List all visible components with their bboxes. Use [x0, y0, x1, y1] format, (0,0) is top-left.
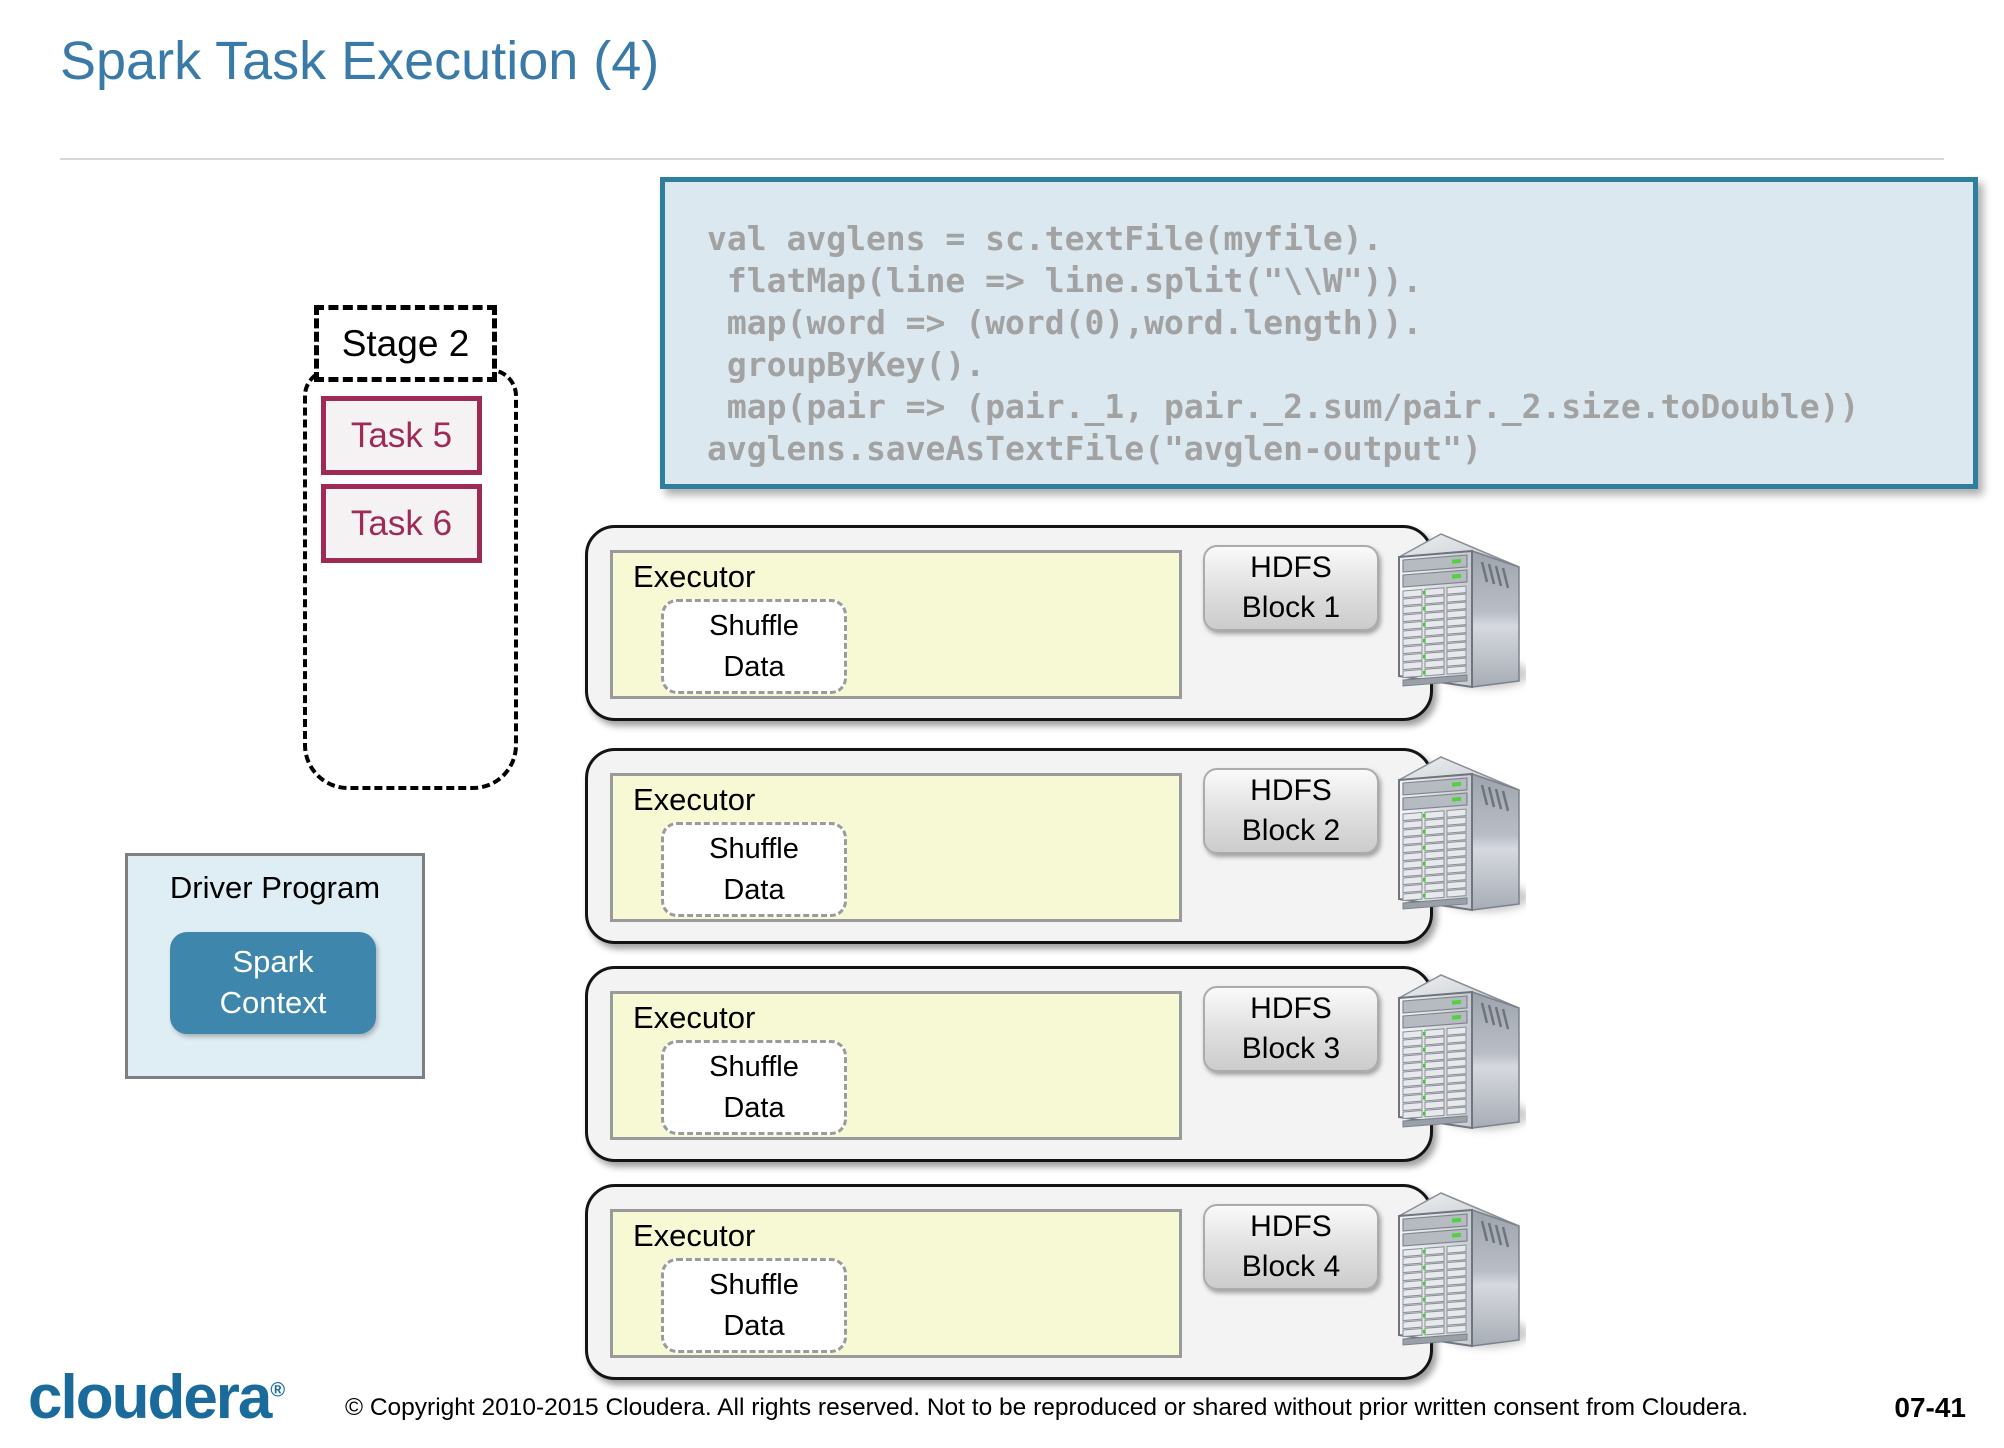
spark-context-line: Context	[220, 983, 327, 1024]
spark-context-box: Spark Context	[170, 932, 376, 1034]
shuffle-data-label: Shuffle	[709, 829, 799, 870]
shuffle-data-label: Data	[723, 870, 784, 911]
code-line: flatMap(line => line.split("\\W")).	[707, 260, 1973, 302]
hdfs-block-label: HDFS	[1250, 771, 1332, 812]
hdfs-block-label: Block 3	[1242, 1029, 1340, 1070]
code-line: map(word => (word(0),word.length)).	[707, 302, 1973, 344]
server-tower-icon	[1386, 965, 1526, 1147]
spark-context-line: Spark	[233, 942, 314, 983]
executor-label: Executor	[633, 1000, 755, 1036]
hdfs-block-box: HDFS Block 1	[1203, 545, 1379, 631]
code-line: groupByKey().	[707, 344, 1973, 386]
code-line: avglens.saveAsTextFile("avglen-output")	[707, 428, 1973, 470]
shuffle-data-label: Shuffle	[709, 1047, 799, 1088]
task-box-6: Task 6	[321, 484, 482, 563]
executor-label: Executor	[633, 782, 755, 818]
registered-mark: ®	[270, 1379, 285, 1401]
executor-box: Executor Shuffle Data	[610, 991, 1182, 1140]
server-tower-icon	[1386, 1183, 1526, 1365]
shuffle-data-label: Data	[723, 647, 784, 688]
hdfs-block-label: Block 1	[1242, 588, 1340, 629]
executor-box: Executor Shuffle Data	[610, 550, 1182, 699]
cloudera-logo-text: cloudera	[28, 1363, 270, 1432]
executor-row: Executor Shuffle Data HDFS Block 2	[585, 748, 1433, 944]
hdfs-block-label: HDFS	[1250, 548, 1332, 589]
executor-row: Executor Shuffle Data HDFS Block 4	[585, 1184, 1433, 1380]
executor-box: Executor Shuffle Data	[610, 773, 1182, 922]
executor-row: Executor Shuffle Data HDFS Block 3	[585, 966, 1433, 1162]
hdfs-block-box: HDFS Block 4	[1203, 1204, 1379, 1290]
hdfs-block-box: HDFS Block 2	[1203, 768, 1379, 854]
shuffle-data-label: Shuffle	[709, 1265, 799, 1306]
server-tower-icon	[1386, 747, 1526, 929]
server-tower-icon	[1386, 524, 1526, 706]
page-title: Spark Task Execution (4)	[60, 30, 659, 92]
shuffle-data-box: Shuffle Data	[661, 1258, 847, 1353]
copyright-text: © Copyright 2010-2015 Cloudera. All righ…	[345, 1394, 1748, 1422]
hdfs-block-label: Block 4	[1242, 1247, 1340, 1288]
shuffle-data-label: Data	[723, 1306, 784, 1347]
executor-label: Executor	[633, 559, 755, 595]
executor-label: Executor	[633, 1218, 755, 1254]
shuffle-data-box: Shuffle Data	[661, 1040, 847, 1135]
page-number: 07-41	[1894, 1392, 1966, 1424]
cloudera-logo: cloudera®	[28, 1362, 285, 1433]
title-divider	[60, 158, 1944, 160]
shuffle-data-box: Shuffle Data	[661, 599, 847, 694]
executor-box: Executor Shuffle Data	[610, 1209, 1182, 1358]
code-line: map(pair => (pair._1, pair._2.sum/pair._…	[707, 386, 1973, 428]
driver-program-box: Driver Program Spark Context	[125, 853, 425, 1079]
driver-program-title: Driver Program	[128, 870, 422, 906]
hdfs-block-label: Block 2	[1242, 811, 1340, 852]
code-box: val avglens = sc.textFile(myfile). flatM…	[660, 177, 1978, 489]
executor-row: Executor Shuffle Data HDFS Block 1	[585, 525, 1433, 721]
shuffle-data-label: Data	[723, 1088, 784, 1129]
task-box-5: Task 5	[321, 396, 482, 475]
shuffle-data-label: Shuffle	[709, 606, 799, 647]
stage-label: Stage 2	[314, 305, 497, 382]
hdfs-block-label: HDFS	[1250, 989, 1332, 1030]
code-line: val avglens = sc.textFile(myfile).	[707, 218, 1973, 260]
hdfs-block-label: HDFS	[1250, 1207, 1332, 1248]
hdfs-block-box: HDFS Block 3	[1203, 986, 1379, 1072]
shuffle-data-box: Shuffle Data	[661, 822, 847, 917]
